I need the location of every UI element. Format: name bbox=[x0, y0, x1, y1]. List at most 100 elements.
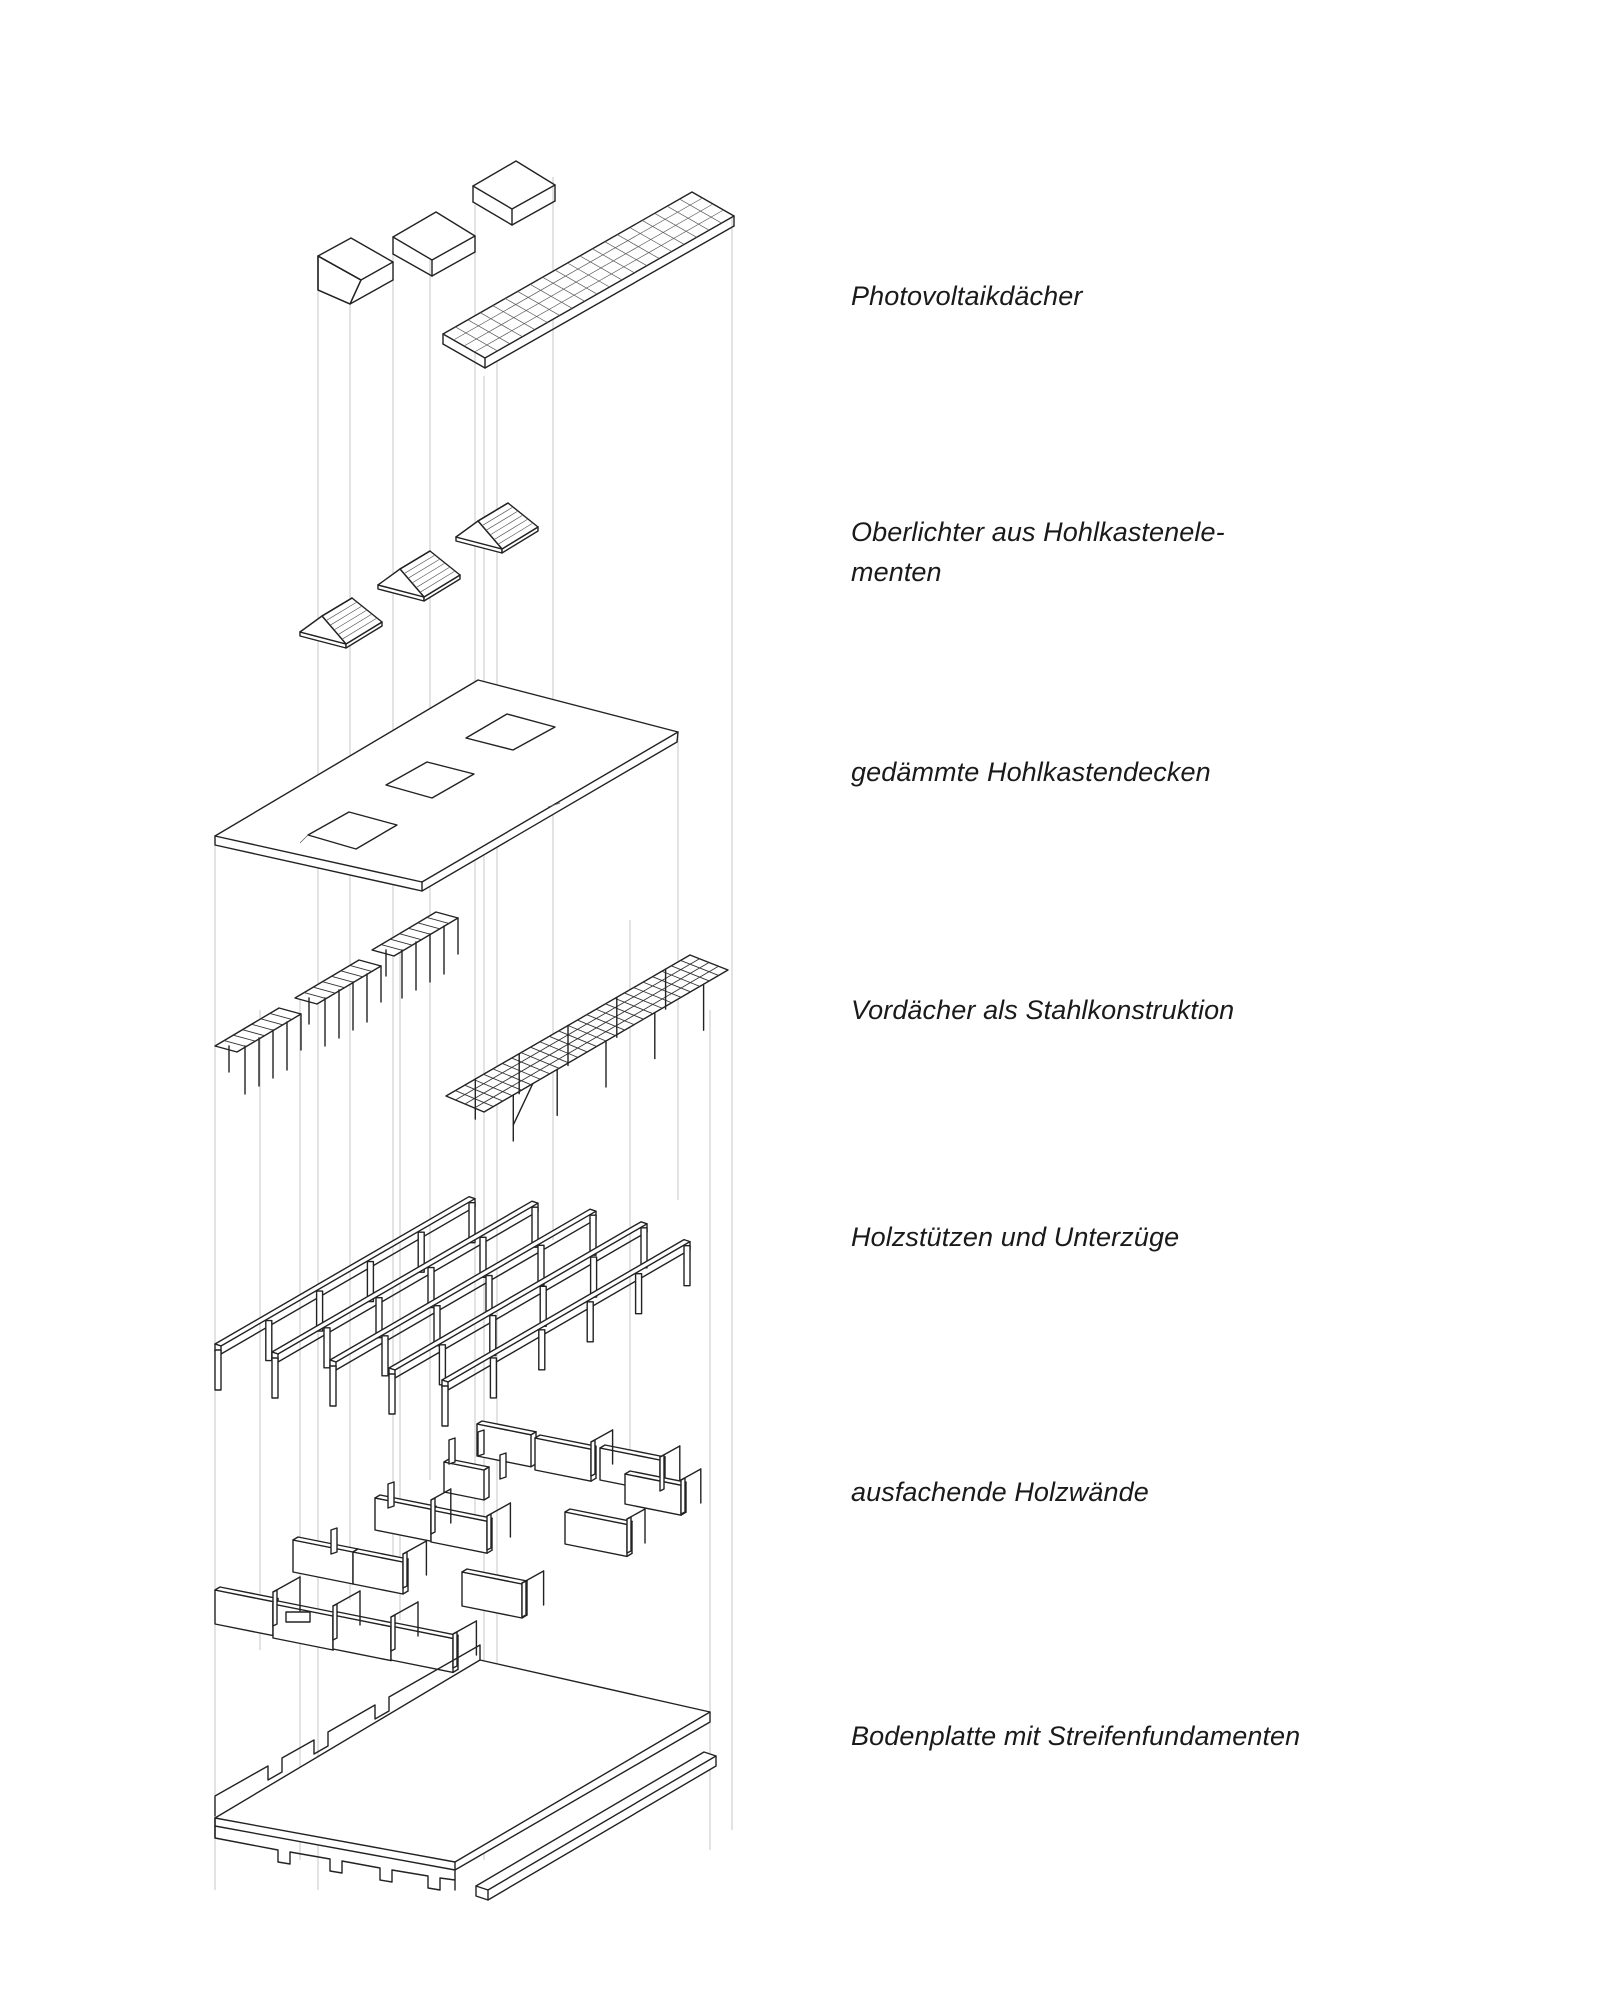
insulated-slab-drawing bbox=[214, 679, 679, 892]
canopy-purlin bbox=[233, 1034, 256, 1042]
wall-edge bbox=[590, 1477, 597, 1482]
wall-return-top bbox=[272, 1576, 301, 1593]
wall-return-top bbox=[402, 1540, 428, 1555]
timber-column bbox=[586, 1301, 594, 1343]
timber-wall-return bbox=[680, 1468, 702, 1515]
timber-frame-row bbox=[214, 1195, 476, 1391]
timber-column bbox=[265, 1319, 273, 1362]
timber-wall-return bbox=[590, 1429, 614, 1477]
timber-column bbox=[634, 1273, 643, 1315]
skylight-rib bbox=[341, 617, 378, 640]
layer-label-skylights: Oberlichter aus Hohlkastenele- menten bbox=[851, 517, 1225, 587]
skylight-rib bbox=[415, 566, 451, 588]
wall-stub-face bbox=[330, 1527, 338, 1555]
timber-wall-panel bbox=[624, 1470, 687, 1516]
wall-return-top bbox=[390, 1601, 419, 1618]
timber-beam-bottom bbox=[220, 1205, 476, 1355]
canopy-purlin bbox=[304, 992, 327, 1000]
timber-wall-return bbox=[626, 1508, 646, 1554]
wall-return-face bbox=[590, 1439, 596, 1477]
timber-column bbox=[315, 1290, 324, 1332]
timber-column bbox=[366, 1260, 375, 1303]
layer-label-base-slab: Bodenplatte mit Streifenfundamenten bbox=[851, 1721, 1301, 1751]
timber-column bbox=[271, 1357, 279, 1399]
timber-column bbox=[489, 1314, 497, 1357]
timber-column bbox=[329, 1365, 337, 1407]
skylight-rib bbox=[407, 558, 441, 579]
skylight-ridge bbox=[321, 597, 353, 617]
pv-cell-line bbox=[463, 203, 714, 347]
wall-return-top bbox=[680, 1468, 702, 1481]
timber-wall-panel bbox=[461, 1568, 528, 1619]
wall-return-top bbox=[452, 1620, 478, 1635]
timber-wall-panel bbox=[352, 1548, 409, 1595]
timber-column bbox=[640, 1227, 648, 1269]
canopy-purlin bbox=[390, 938, 413, 946]
timber-beam-top bbox=[441, 1238, 691, 1383]
timber-column bbox=[214, 1349, 222, 1391]
timber-wall-panel bbox=[443, 1458, 490, 1501]
photovoltaic-roofs-drawing bbox=[317, 160, 735, 369]
timber-beam-bottom bbox=[335, 1218, 597, 1371]
pv-cell-line bbox=[453, 197, 703, 341]
layer-label-insulated-slab: gedämmte Hohlkastendecken bbox=[851, 757, 1211, 787]
skylight-rib bbox=[403, 554, 436, 574]
timber-walls-drawing bbox=[214, 1420, 702, 1674]
canopy-roof bbox=[371, 911, 459, 957]
timber-wall-panel bbox=[390, 1622, 459, 1674]
skylight-ridge bbox=[477, 502, 509, 522]
timber-beam-bottom bbox=[394, 1231, 648, 1379]
timber-wall-return bbox=[272, 1576, 301, 1627]
wall-window-opening bbox=[285, 1611, 311, 1623]
timber-wall-stub bbox=[448, 1437, 456, 1465]
pv-cell-line bbox=[474, 209, 724, 353]
wall-return-face bbox=[272, 1589, 278, 1627]
timber-wall-stub bbox=[477, 1429, 485, 1457]
wall-return-face bbox=[626, 1516, 632, 1554]
small-canopy bbox=[214, 1007, 302, 1095]
canopy-purlin bbox=[242, 1029, 265, 1037]
canopy-roof bbox=[294, 959, 382, 1005]
base-slab-drawing bbox=[214, 1644, 717, 1901]
canopy-purlin bbox=[474, 965, 719, 1109]
wall-return-face bbox=[452, 1631, 458, 1669]
canopy-purlin bbox=[408, 927, 431, 935]
timber-beam-bottom bbox=[447, 1248, 691, 1391]
wall-edge bbox=[626, 1552, 633, 1558]
timber-wall-return bbox=[486, 1502, 512, 1551]
wall-edge bbox=[486, 1549, 493, 1554]
timber-column bbox=[537, 1244, 545, 1287]
timber-column bbox=[589, 1214, 597, 1256]
canopy-brace bbox=[512, 1082, 534, 1126]
wall-return-top bbox=[430, 1488, 452, 1501]
timber-wall-return bbox=[402, 1540, 428, 1589]
wall-stub-face bbox=[387, 1481, 395, 1509]
wall-return-face bbox=[659, 1454, 665, 1492]
wall-stub-face bbox=[477, 1429, 485, 1457]
steel-canopies-drawing bbox=[214, 911, 729, 1142]
wall-return-face bbox=[680, 1477, 686, 1515]
wall-return-top bbox=[486, 1502, 512, 1517]
layer-label-timber-walls: ausfachende Holzwände bbox=[851, 1477, 1149, 1507]
timber-frame-row bbox=[388, 1221, 648, 1415]
timber-column bbox=[683, 1244, 691, 1287]
wall-edge bbox=[402, 1590, 409, 1595]
wall-edge bbox=[452, 1668, 459, 1674]
wall-return-face bbox=[402, 1551, 408, 1589]
canopy-purlin bbox=[464, 962, 710, 1105]
canopy-purlin bbox=[322, 981, 345, 989]
timber-column bbox=[489, 1357, 498, 1399]
wall-return-face bbox=[332, 1603, 338, 1641]
timber-column bbox=[539, 1285, 547, 1328]
layer-label-photovoltaic-roofs: Photovoltaikdächer bbox=[851, 281, 1083, 311]
wall-return-top bbox=[659, 1445, 681, 1458]
skylight-ridge bbox=[399, 550, 431, 570]
timber-column bbox=[381, 1335, 389, 1377]
large-canopy bbox=[445, 954, 729, 1142]
wall-edge bbox=[680, 1511, 687, 1516]
canopy-purlin bbox=[313, 986, 336, 994]
wall-edge bbox=[483, 1496, 490, 1501]
timber-wall-panel bbox=[332, 1611, 397, 1662]
